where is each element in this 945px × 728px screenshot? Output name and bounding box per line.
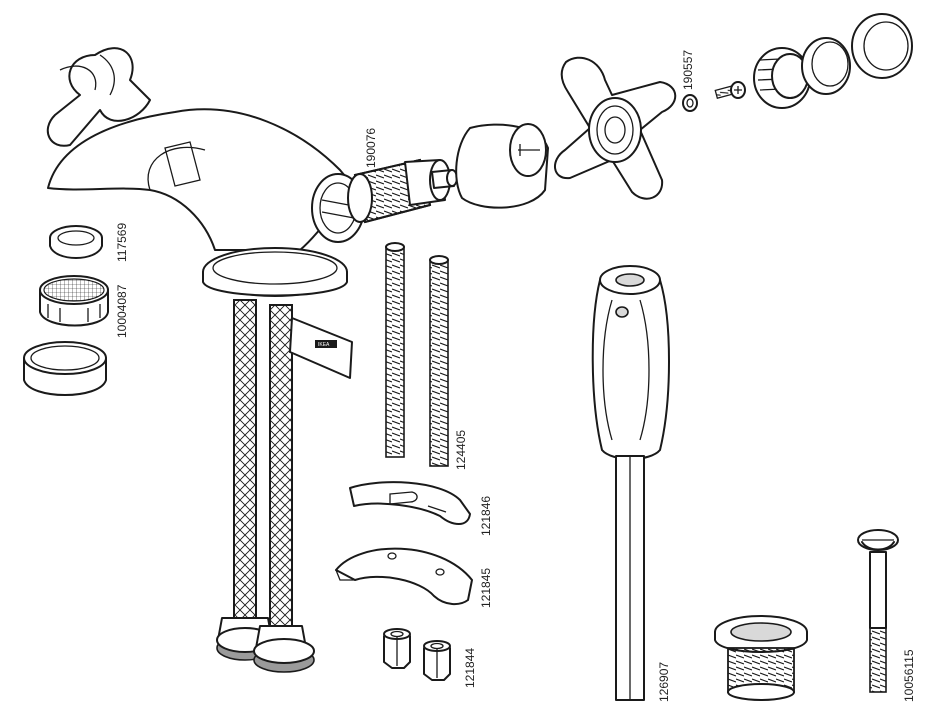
part-number-126907: 126907 <box>657 662 671 702</box>
handle-screw <box>714 81 746 99</box>
hex-nut-right <box>423 640 451 681</box>
small-washer <box>682 94 698 112</box>
aerator-insert <box>39 275 109 327</box>
hex-nut-left <box>383 628 411 669</box>
hose-label-tag: IKEA <box>289 317 353 379</box>
flexible-hose-left <box>216 299 274 661</box>
decorative-collar <box>851 13 913 79</box>
part-number-121845: 121845 <box>479 568 493 608</box>
part-number-190076: 190076 <box>364 128 378 168</box>
pop-up-screw <box>857 529 899 693</box>
part-number-10056115: 10056115 <box>902 649 916 702</box>
part-number-121844: 121844 <box>463 648 477 688</box>
part-number-190557: 190557 <box>681 50 695 90</box>
waste-outlet <box>714 615 808 701</box>
gasket-ring <box>49 225 103 259</box>
right-cross-handle <box>554 56 677 200</box>
threaded-rod-left <box>385 242 405 458</box>
tag-logo-text: IKEA <box>318 342 330 348</box>
part-number-10004087: 10004087 <box>115 284 129 338</box>
index-cap-disc <box>801 37 851 95</box>
valve-cartridge <box>347 158 458 224</box>
threaded-rod-right <box>429 255 449 467</box>
part-number-124405: 124405 <box>454 430 468 470</box>
aerator-housing <box>23 341 107 396</box>
hex-key-tool <box>591 265 670 701</box>
left-cross-handle <box>46 47 151 147</box>
part-number-117569: 117569 <box>115 223 129 262</box>
fixing-plate <box>349 481 471 525</box>
handle-cap <box>455 123 549 209</box>
part-number-121846: 121846 <box>479 496 493 536</box>
faucet-body <box>47 108 365 297</box>
index-cap-ring <box>753 47 811 109</box>
flexible-hose-right <box>253 304 315 673</box>
horseshoe-washer <box>335 547 473 606</box>
